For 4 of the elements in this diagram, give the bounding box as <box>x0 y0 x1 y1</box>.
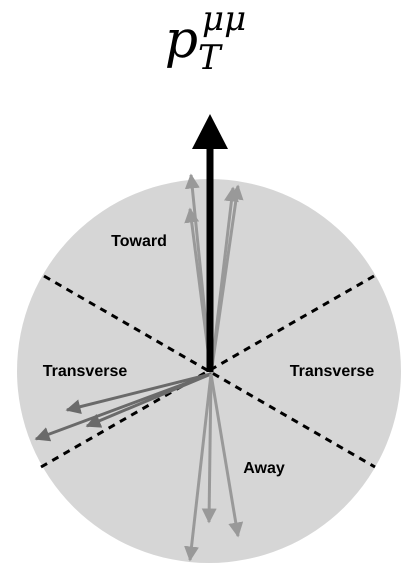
region-label: Away <box>243 460 285 478</box>
region-label: Transverse <box>290 363 374 381</box>
region-label: Transverse <box>42 363 128 381</box>
region-label: Toward <box>111 233 167 251</box>
